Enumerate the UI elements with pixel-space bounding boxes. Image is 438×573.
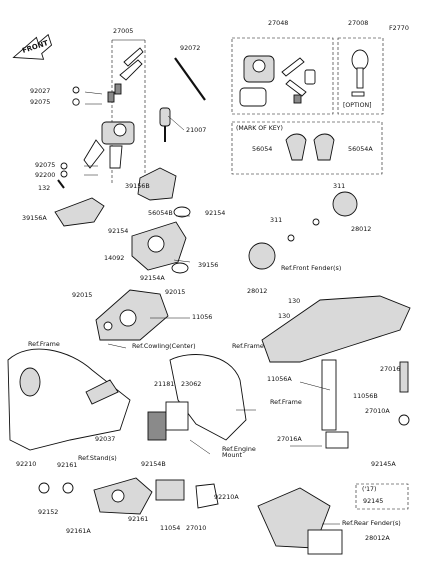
part-56054A: 56054A <box>348 145 373 153</box>
part-92210: 92210 <box>16 460 37 468</box>
ref-frame-3: Ref.Frame <box>270 398 302 406</box>
figure-code: F2770 <box>389 24 409 32</box>
part-21007: 21007 <box>186 126 207 134</box>
part-92015-b: 92015 <box>165 288 186 296</box>
part-11056: 11056 <box>192 313 213 321</box>
year-label: ('17) <box>362 486 377 493</box>
part-28012A: 28012A <box>365 534 390 542</box>
part-92015-a: 92015 <box>72 291 93 299</box>
part-56054B: 56054B <box>148 209 173 217</box>
part-92075-a: 92075 <box>30 98 51 106</box>
part-27010: 27010 <box>186 524 207 532</box>
part-39156A: 39156A <box>22 214 47 222</box>
part-92037: 92037 <box>95 435 116 443</box>
part-92154A: 92154A <box>140 274 165 282</box>
part-311-b: 311 <box>270 216 283 224</box>
ref-front-fender: Ref.Front Fender(s) <box>281 264 342 272</box>
ref-stand: Ref.Stand(s) <box>78 454 117 462</box>
part-14092: 14092 <box>104 254 125 262</box>
part-28012-b: 28012 <box>247 287 268 295</box>
part-28012-a: 28012 <box>351 225 372 233</box>
set-box <box>231 37 334 115</box>
ref-cowling-center: Ref.Cowling(Center) <box>132 342 196 350</box>
part-56054: 56054 <box>252 145 273 153</box>
part-27016: 27016 <box>380 365 401 373</box>
part-92075-b: 92075 <box>35 161 56 169</box>
part-92200: 92200 <box>35 171 56 179</box>
part-39156B: 39156B <box>125 182 150 190</box>
part-27010A: 27010A <box>365 407 390 415</box>
part-130-a: 130 <box>288 297 301 305</box>
part-11056A: 11056A <box>267 375 292 383</box>
mark-of-key-box <box>231 121 383 175</box>
part-130-b: 130 <box>278 312 291 320</box>
part-92161-b: 92161 <box>128 515 149 523</box>
ignition-key-set <box>83 47 144 169</box>
part-92154B: 92154B <box>141 460 166 468</box>
ref-frame-2: Ref.Frame <box>232 342 264 350</box>
part-311-a: 311 <box>333 182 346 190</box>
ref-engine-mount: Ref.Engine Mount <box>222 445 256 460</box>
part-11054: 11054 <box>160 524 181 532</box>
side-stand-switch <box>38 477 219 515</box>
frame-center <box>147 354 247 441</box>
part-23062: 23062 <box>181 380 202 388</box>
part-39156: 39156 <box>198 261 219 269</box>
part-27005: 27005 <box>113 27 134 35</box>
part-11056B: 11056B <box>353 392 378 400</box>
option-box <box>337 37 384 115</box>
part-92154-a: 92154 <box>205 209 226 217</box>
frame-left <box>7 348 131 451</box>
part-27016A: 27016A <box>277 435 302 443</box>
part-92152: 92152 <box>38 508 59 516</box>
part-27048: 27048 <box>268 19 289 27</box>
part-92027: 92027 <box>30 87 51 95</box>
part-92210A: 92210A <box>214 493 239 501</box>
ref-rear-fender: Ref.Rear Fender(s) <box>342 519 401 527</box>
year-box <box>355 483 409 510</box>
part-92161-a: 92161 <box>57 461 78 469</box>
ref-frame-1: Ref.Frame <box>28 340 60 348</box>
front-arrow-icon <box>12 33 53 60</box>
part-92154-b: 92154 <box>108 227 129 235</box>
part-92145: 92145 <box>363 497 384 505</box>
rear-frame <box>261 295 411 449</box>
part-92161A: 92161A <box>66 527 91 535</box>
part-27008: 27008 <box>348 19 369 27</box>
part-92145A: 92145A <box>371 460 396 468</box>
part-132: 132 <box>38 184 51 192</box>
part-21181: 21181 <box>154 380 175 388</box>
handlebar-bracket <box>95 206 191 341</box>
option-label: [OPTION] <box>343 102 372 109</box>
key-set-27048 <box>239 55 316 107</box>
rear-fender-bracket <box>257 487 343 555</box>
part-92072: 92072 <box>180 44 201 52</box>
mark-of-key-label: (MARK OF KEY) <box>236 125 283 132</box>
